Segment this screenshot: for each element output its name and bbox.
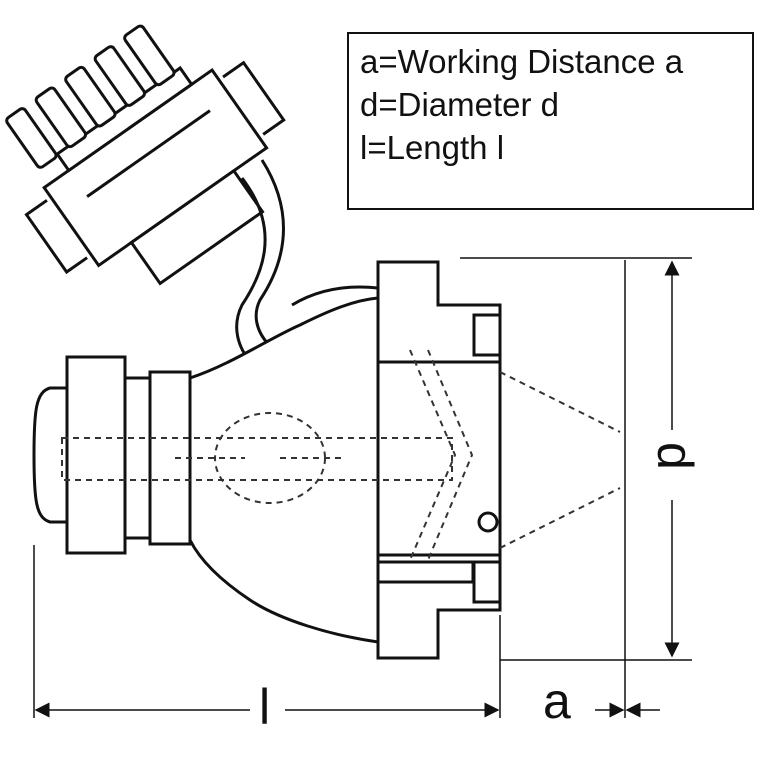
connector-pins <box>5 24 176 169</box>
legend-working-distance: a=Working Distance a <box>360 43 684 80</box>
diameter-label: d <box>647 442 703 470</box>
reflector-body <box>188 296 380 644</box>
legend-box: a=Working Distance a d=Diameter d l=Leng… <box>347 32 754 210</box>
connector-plug <box>5 24 286 286</box>
extension-lines <box>33 257 692 718</box>
working-distance-label: a <box>543 673 571 729</box>
lamp-base <box>32 355 192 555</box>
hidden-lines <box>61 349 621 561</box>
legend-length: l=Length l <box>360 129 505 166</box>
legend-diameter: d=Diameter d <box>360 86 560 123</box>
front-flange <box>376 260 502 660</box>
length-label: l <box>259 679 271 735</box>
